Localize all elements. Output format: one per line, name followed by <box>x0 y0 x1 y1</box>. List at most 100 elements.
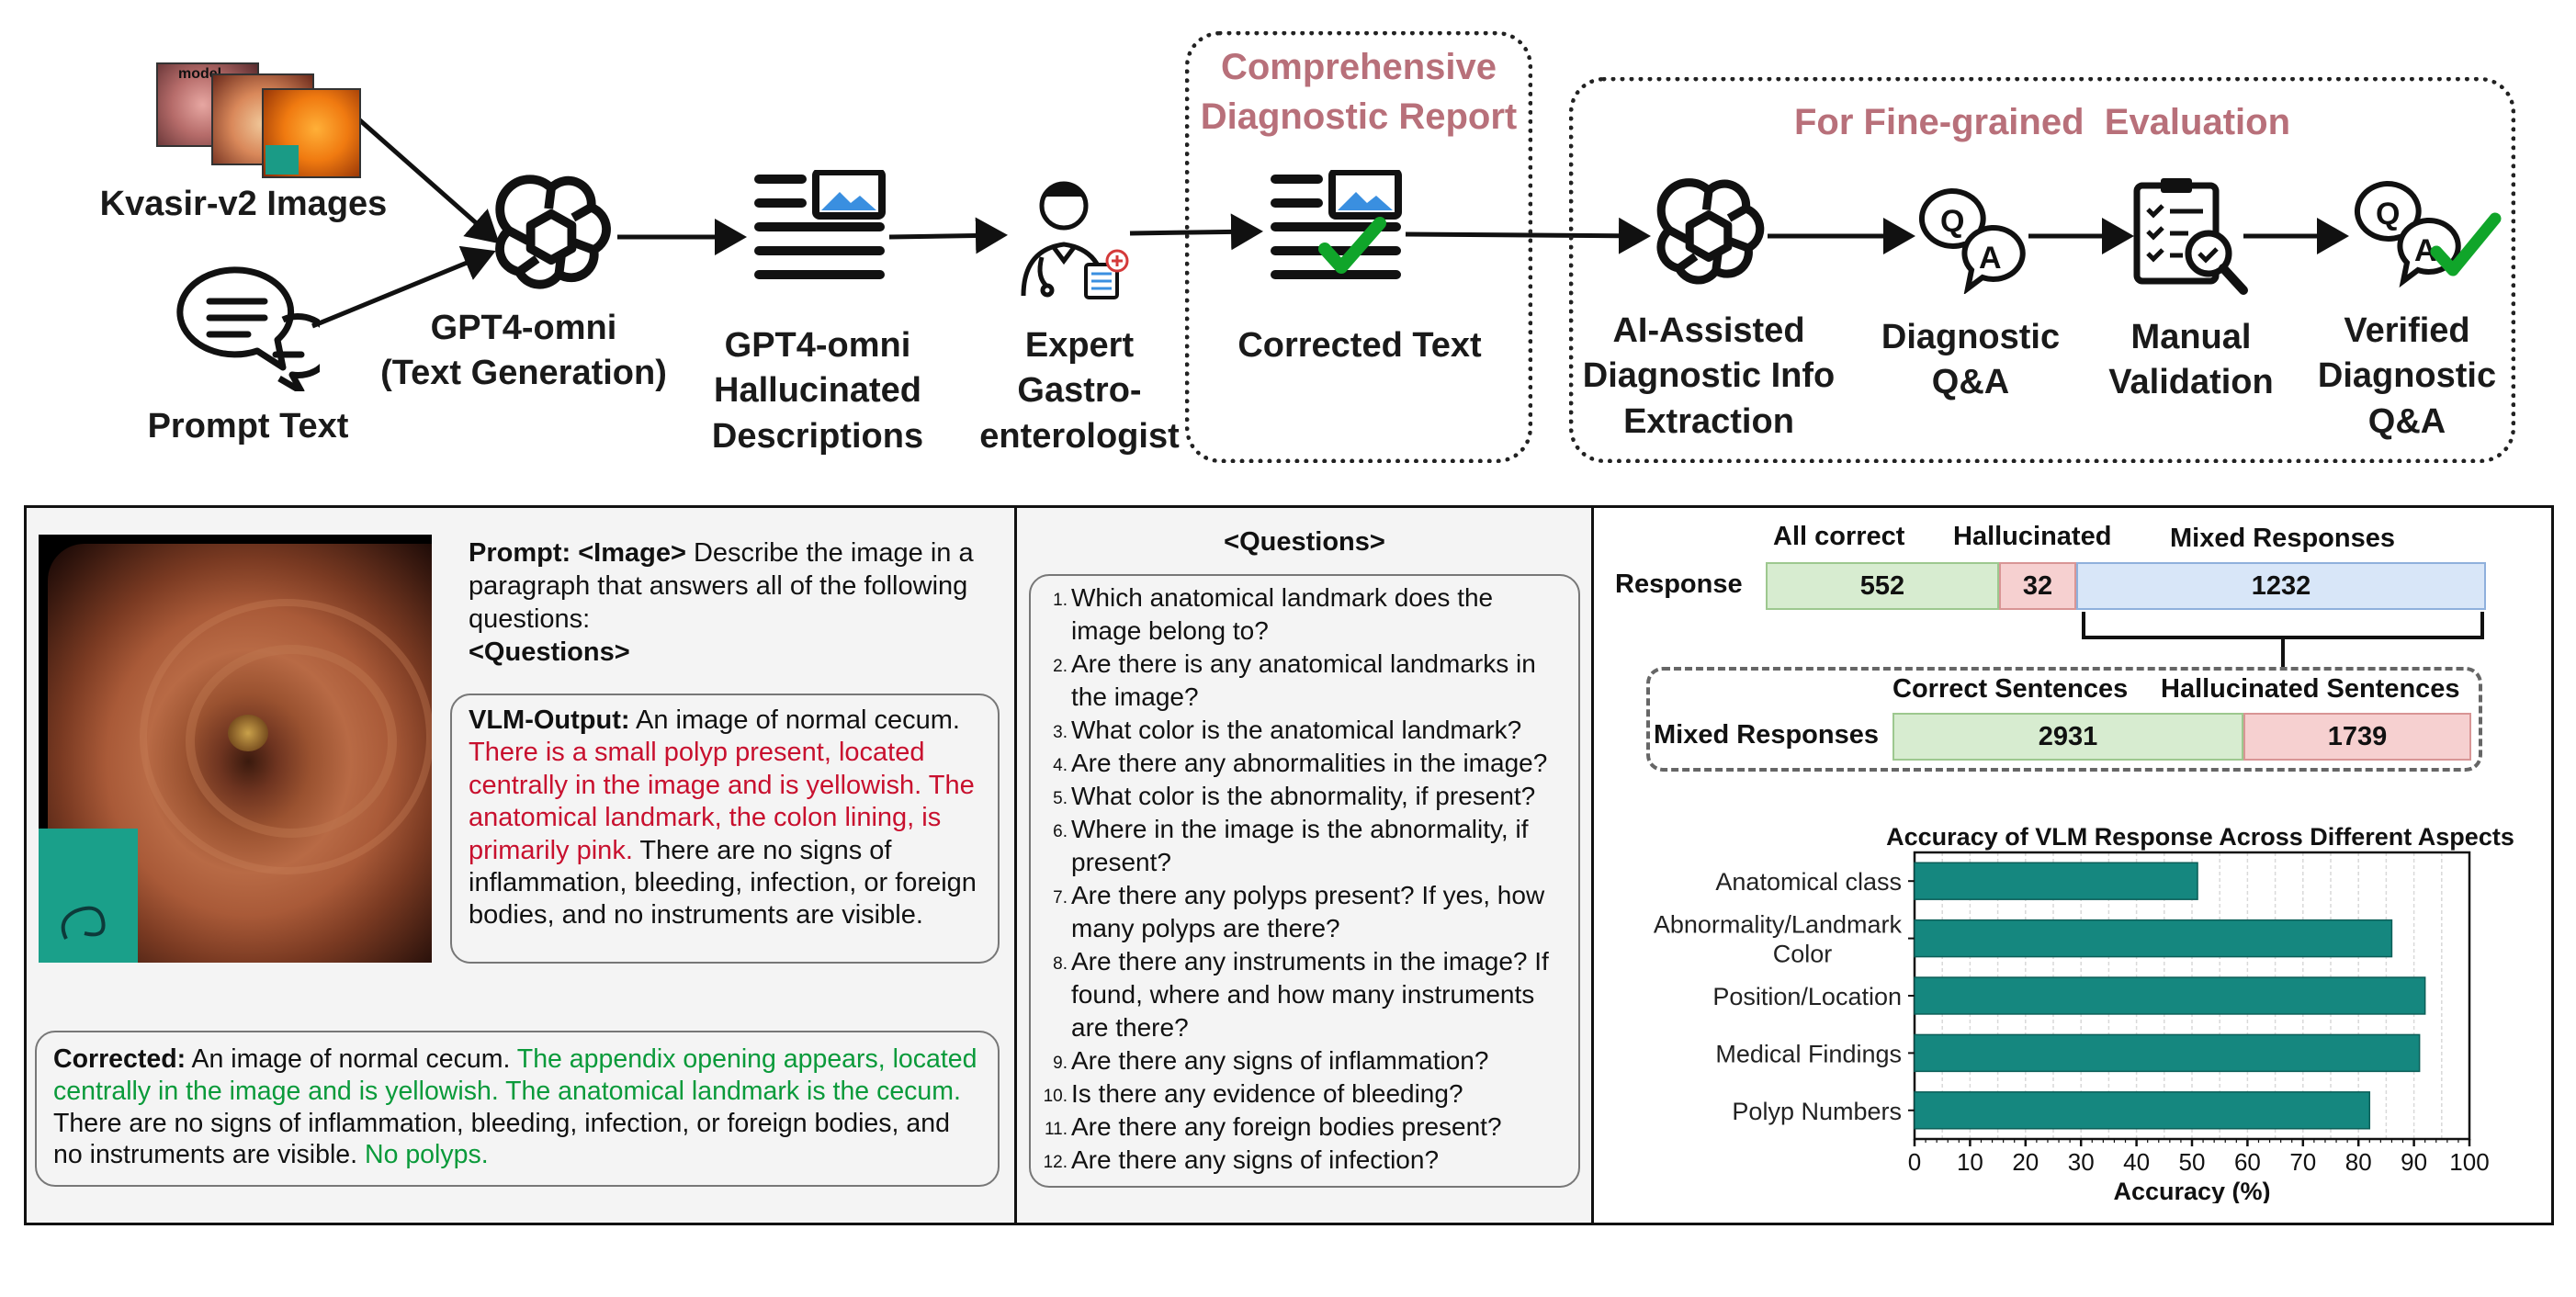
category-label: Anatomical class <box>1715 868 1902 896</box>
accuracy-bar <box>1914 976 2426 1015</box>
extraction-label: AI-Assisted Diagnostic Info Extraction <box>1582 311 1836 441</box>
evaluation-group-title: For Fine-grained Evaluation <box>1793 102 2291 142</box>
question-item: 11.Are there any foreign bodies present? <box>1040 1111 1569 1144</box>
report-group-title: Comprehensive Diagnostic Report <box>1200 47 1518 137</box>
x-tick-label: 0 <box>1908 1148 1921 1176</box>
accuracy-bar <box>1914 862 2198 900</box>
question-text: What color is the abnormality, if presen… <box>1071 782 1536 810</box>
questions-title: <Questions> <box>1224 527 1385 557</box>
header-mixed: Mixed Responses <box>2170 524 2395 553</box>
header-correct-sentences: Correct Sentences <box>1892 674 2129 704</box>
corrected-document-icon <box>1271 170 1402 279</box>
question-number: 1. <box>1053 591 1068 610</box>
vlm-hallucinated-text: There is a small polyp present, located … <box>469 738 975 865</box>
validation-label: Manual Validation <box>2108 318 2274 402</box>
corrected-green-text-1: The appendix opening appears, located ce… <box>53 1044 977 1106</box>
chat-bubbles-icon <box>176 266 320 391</box>
question-item: 7.Are there any polyps present? If yes, … <box>1040 879 1569 945</box>
question-number: 6. <box>1053 822 1068 841</box>
category-label: Abnormality/Landmark <box>1654 911 1903 939</box>
category-label: Polyp Numbers <box>1732 1098 1902 1125</box>
x-tick-label: 70 <box>2289 1148 2316 1176</box>
verified-label: Verified Diagnostic Q&A <box>2317 311 2497 441</box>
question-number: 12. <box>1043 1153 1068 1172</box>
segment-all-correct: 552 <box>1766 562 1999 610</box>
category-label: Color <box>1773 941 1833 968</box>
arrow-prompt-to-gpt <box>311 245 496 329</box>
corrected-card: Corrected: An image of normal cecum. The… <box>35 1031 1000 1187</box>
question-item: 12.Are there any signs of infection? <box>1040 1144 1569 1177</box>
question-item: 2.Are there is any anatomical landmarks … <box>1040 648 1569 714</box>
question-item: 8.Are there any instruments in the image… <box>1040 945 1569 1044</box>
response-label: Response <box>1615 570 1743 599</box>
question-text: Which anatomical landmark does the image… <box>1071 583 1494 645</box>
arrow-hallucinated-to-expert <box>888 217 1008 254</box>
question-text: Are there any signs of inflammation? <box>1071 1046 1489 1075</box>
question-item: 4.Are there any abnormalities in the ima… <box>1040 747 1569 780</box>
doctor-icon <box>1021 181 1129 299</box>
question-text: Are there is any anatomical landmarks in… <box>1071 649 1536 711</box>
question-number: 5. <box>1053 789 1068 808</box>
clipboard-magnifier-icon <box>2133 178 2248 295</box>
x-tick-label: 40 <box>2123 1148 2150 1176</box>
question-text: Where in the image is the abnormality, i… <box>1071 815 1529 876</box>
arrow-images-to-gpt <box>352 113 500 244</box>
gpt-generation-label: GPT4-omni (Text Generation) <box>380 309 667 393</box>
questions-list: 1.Which anatomical landmark does the ima… <box>1040 581 1569 1177</box>
bottom-frame <box>24 505 2554 1225</box>
check-icon <box>2430 212 2502 276</box>
corrected-green-text-2: No polyps. <box>364 1140 489 1170</box>
x-tick-label: 30 <box>2068 1148 2095 1176</box>
vlm-output-card: VLM-Output: An image of normal cecum. Th… <box>450 694 1000 964</box>
question-number: 4. <box>1053 756 1068 775</box>
expert-label: Expert Gastro- enterologist <box>979 326 1180 456</box>
prompt-text: Prompt: <Image> Describe the image in a … <box>469 536 983 669</box>
segment-hallucinated-sentences: 1739 <box>2243 713 2471 761</box>
question-item: 10.Is there any evidence of bleeding? <box>1040 1077 1569 1111</box>
question-item: 9.Are there any signs of inflammation? <box>1040 1044 1569 1077</box>
x-tick-label: 100 <box>2449 1148 2489 1176</box>
question-text: Are there any polyps present? If yes, ho… <box>1071 881 1545 942</box>
question-number: 3. <box>1053 723 1068 742</box>
x-tick-label: 50 <box>2179 1148 2206 1176</box>
accuracy-bar <box>1914 1033 2421 1073</box>
endoscopy-image <box>39 535 432 963</box>
question-text: Are there any instruments in the image? … <box>1071 947 1549 1042</box>
category-label: Position/Location <box>1712 983 1902 1010</box>
arrow-expert-to-corrected <box>1129 213 1263 251</box>
accuracy-chart-title: Accuracy of VLM Response Across Differen… <box>1886 823 2514 851</box>
prompt-body: Describe the image in a paragraph that a… <box>469 538 974 634</box>
question-text: Are there any abnormalities in the image… <box>1071 749 1548 777</box>
segment-correct-sentences: 2931 <box>1892 713 2243 761</box>
question-number: 9. <box>1053 1054 1068 1073</box>
qa-q-letter: Q <box>1940 204 1964 239</box>
question-text: Are there any signs of infection? <box>1071 1145 1440 1174</box>
mixed-label: Mixed Responses <box>1654 720 1879 750</box>
prompt-tail: <Questions> <box>469 637 630 667</box>
document-image-icon <box>754 170 886 279</box>
accuracy-bar <box>1914 919 2393 958</box>
kvasir-label: Kvasir-v2 Images <box>99 185 388 223</box>
header-hallucinated-sentences: Hallucinated Sentences <box>2161 674 2460 704</box>
question-number: 10. <box>1043 1087 1068 1106</box>
openai-logo-icon-2 <box>1656 178 1765 285</box>
question-text: Is there any evidence of bleeding? <box>1071 1079 1463 1108</box>
kvasir-images-icon: model <box>156 62 361 178</box>
x-tick-label: 90 <box>2401 1148 2427 1176</box>
header-all-correct: All correct <box>1773 522 1905 551</box>
question-item: 5.What color is the abnormality, if pres… <box>1040 780 1569 813</box>
question-item: 6.Where in the image is the abnormality,… <box>1040 813 1569 879</box>
question-number: 2. <box>1053 657 1068 676</box>
questions-card: 1.Which anatomical landmark does the ima… <box>1029 574 1580 1188</box>
report-group-box <box>1185 31 1532 463</box>
divider-2 <box>1591 507 1594 1224</box>
mixed-breakdown-box <box>1646 667 2482 772</box>
openai-logo-icon <box>495 175 611 289</box>
category-label: Medical Findings <box>1715 1040 1902 1067</box>
divider-1 <box>1014 507 1017 1224</box>
question-text: Are there any foreign bodies present? <box>1071 1112 1502 1141</box>
header-hallucinated: Hallucinated <box>1953 522 2112 551</box>
question-number: 11. <box>1044 1120 1068 1139</box>
x-tick-label: 20 <box>2012 1148 2039 1176</box>
